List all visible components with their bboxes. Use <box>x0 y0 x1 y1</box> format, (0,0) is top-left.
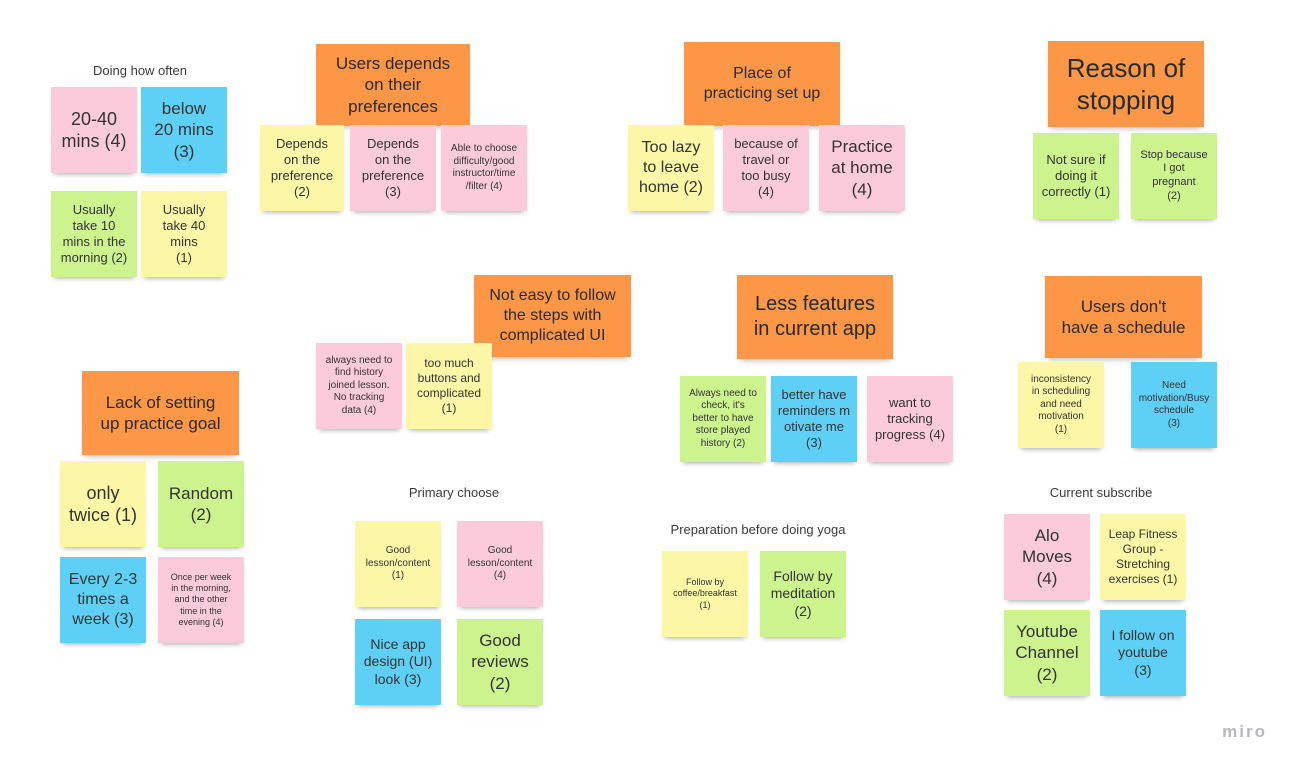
sticky-note-blue[interactable]: I follow on youtube (3) <box>1100 610 1186 696</box>
sticky-note-blue[interactable]: Need motivation/Busy schedule (3) <box>1131 362 1217 448</box>
sticky-note-pink[interactable]: Once per week in the morning, and the ot… <box>158 557 244 643</box>
topic-header-sticky-note[interactable]: Not easy to follow the steps with compli… <box>474 275 631 357</box>
sticky-note-yellow[interactable]: too much buttons and complicated (1) <box>406 343 492 429</box>
sticky-note-green[interactable]: Usually take 10 mins in the morning (2) <box>51 191 137 277</box>
sticky-note-green[interactable]: Stop because I got pregnant (2) <box>1131 133 1217 219</box>
sticky-note-green[interactable]: Always need to check, it's better to hav… <box>680 376 766 462</box>
sticky-note-pink[interactable]: want to tracking progress (4) <box>867 376 953 462</box>
sticky-note-yellow[interactable]: Good lesson/content (1) <box>355 521 441 607</box>
sticky-note-blue[interactable]: better have reminders m otivate me (3) <box>771 376 857 462</box>
topic-header-sticky-note[interactable]: Users depends on their preferences <box>316 44 470 126</box>
topic-header-sticky-note[interactable]: Less features in current app <box>737 275 893 359</box>
sticky-note-blue[interactable]: Every 2-3 times a week (3) <box>60 557 146 643</box>
miro-logo: miro <box>1222 722 1267 741</box>
sticky-note-pink[interactable]: always need to find history joined lesso… <box>316 343 402 429</box>
sticky-note-pink[interactable]: Practice at home (4) <box>819 125 905 211</box>
sticky-note-pink[interactable]: Depends on the preference (3) <box>350 125 436 211</box>
topic-header-sticky-note[interactable]: Lack of setting up practice goal <box>82 371 239 455</box>
sticky-note-yellow[interactable]: Too lazy to leave home (2) <box>628 125 714 211</box>
sticky-note-pink[interactable]: 20-40 mins (4) <box>51 87 137 173</box>
label-doing-how-often: Doing how often <box>93 63 187 78</box>
sticky-note-green[interactable]: Youtube Channel (2) <box>1004 610 1090 696</box>
label-current-subscribe: Current subscribe <box>1049 485 1153 500</box>
sticky-note-yellow[interactable]: inconsistency in scheduling and need mot… <box>1018 362 1104 448</box>
sticky-note-green[interactable]: Follow by meditation (2) <box>760 551 846 637</box>
sticky-note-pink[interactable]: Alo Moves (4) <box>1004 514 1090 600</box>
sticky-note-yellow[interactable]: Depends on the preference (2) <box>260 125 344 211</box>
topic-header-sticky-note[interactable]: Place of practicing set up <box>684 42 840 126</box>
sticky-note-blue[interactable]: below 20 mins (3) <box>141 87 227 173</box>
sticky-note-green[interactable]: Random (2) <box>158 461 244 547</box>
sticky-note-pink[interactable]: Good lesson/content (4) <box>457 521 543 607</box>
sticky-note-yellow[interactable]: Usually take 40 mins (1) <box>141 191 227 277</box>
sticky-note-green[interactable]: Good reviews (2) <box>457 619 543 705</box>
sticky-note-blue[interactable]: Nice app design (UI) look (3) <box>355 619 441 705</box>
sticky-note-yellow[interactable]: Follow by coffee/breakfast (1) <box>662 551 748 637</box>
sticky-note-yellow[interactable]: Leap Fitness Group - Stretching exercise… <box>1100 514 1186 600</box>
topic-header-sticky-note[interactable]: Users don't have a schedule <box>1045 276 1202 358</box>
label-primary-choose: Primary choose <box>408 485 500 500</box>
topic-header-sticky-note[interactable]: Reason of stopping <box>1048 41 1204 127</box>
sticky-note-pink[interactable]: because of travel or too busy (4) <box>723 125 809 211</box>
sticky-note-yellow[interactable]: only twice (1) <box>60 461 146 547</box>
label-preparation-before-yoga: Preparation before doing yoga <box>670 522 846 537</box>
sticky-note-pink[interactable]: Able to choose difficulty/good instructo… <box>441 125 527 211</box>
sticky-note-green[interactable]: Not sure if doing it correctly (1) <box>1033 133 1119 219</box>
